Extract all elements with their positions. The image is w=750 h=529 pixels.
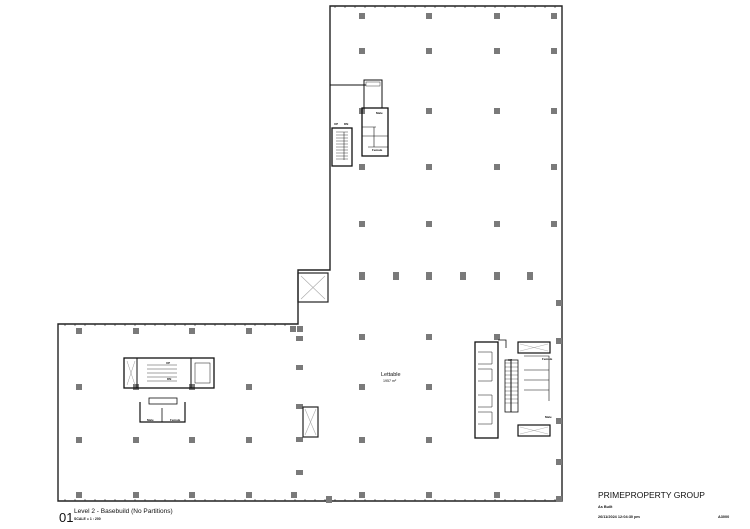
west-female-toilet-label: Female	[170, 418, 181, 422]
area-name: Lettable	[381, 372, 401, 378]
west-core	[123, 357, 215, 423]
area-size: 1957 m²	[383, 379, 397, 383]
north-female-toilet-label: Female	[372, 148, 383, 152]
north-male-toilet-label: Male	[376, 111, 383, 115]
facade-ticks	[64, 6, 556, 501]
drawing-status: As Built	[598, 505, 613, 509]
corner-void	[297, 272, 329, 303]
west-stair-up-label: UP	[166, 361, 171, 365]
north-stair-down-label: DN	[344, 122, 349, 126]
mid-void	[302, 406, 319, 438]
east-female-toilet-label: Female	[542, 357, 553, 361]
west-male-toilet-label: Male	[147, 418, 154, 422]
print-datetime: 26/11/2024 12:04:30 pm	[598, 515, 640, 519]
east-stair-up-label: UP	[508, 358, 513, 362]
north-stair-up-label: UP	[334, 122, 339, 126]
drawing-scale: SCALE = 1 : 200	[74, 517, 101, 521]
sheet-number: A3000	[718, 515, 730, 519]
drawing-number: 01	[59, 510, 74, 525]
west-stair-down-label: DN	[167, 377, 172, 381]
company-name: PRIMEPROPERTY GROUP	[598, 490, 705, 500]
drawing-title: Level 2 - Basebuild (No Partitions)	[74, 508, 173, 515]
east-male-toilet-label: Male	[545, 415, 552, 419]
east-core	[474, 339, 551, 439]
structural-columns	[76, 13, 562, 503]
north-core	[330, 79, 389, 167]
building-outline	[57, 5, 563, 502]
